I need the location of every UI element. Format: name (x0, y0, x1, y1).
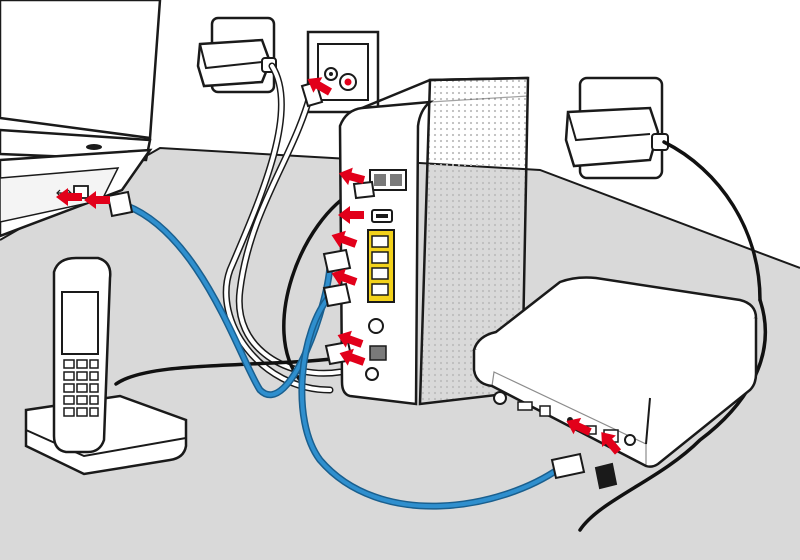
connection-arrow-icon (56, 188, 82, 206)
connection-arrow-icon (331, 230, 358, 248)
tv-box-icon (472, 276, 758, 468)
connection-arrow-icon (84, 191, 110, 209)
cables (114, 62, 767, 532)
connection-arrow-icon (339, 348, 366, 366)
cordless-phone-icon (24, 256, 188, 476)
connection-arrow-icon (338, 167, 366, 186)
connection-arrow-icon (337, 330, 364, 348)
connection-arrow-icon (307, 77, 332, 96)
power-cable (282, 188, 358, 382)
plugs (106, 80, 618, 490)
antenna-cable-core (224, 64, 332, 392)
connection-arrows (56, 77, 622, 455)
connection-arrow-icon (338, 206, 364, 224)
connection-arrow-icon (566, 417, 592, 436)
power-adapter-icon (196, 38, 277, 88)
power-adapter-icon (564, 106, 669, 168)
antenna-wall-socket-icon (306, 30, 380, 114)
power-cable (578, 298, 767, 532)
power-cable (662, 140, 762, 302)
connection-arrow-icon (601, 432, 622, 455)
lan-cable-core (299, 294, 562, 509)
connection-arrow-icon (331, 268, 358, 286)
power-cable (114, 356, 342, 386)
